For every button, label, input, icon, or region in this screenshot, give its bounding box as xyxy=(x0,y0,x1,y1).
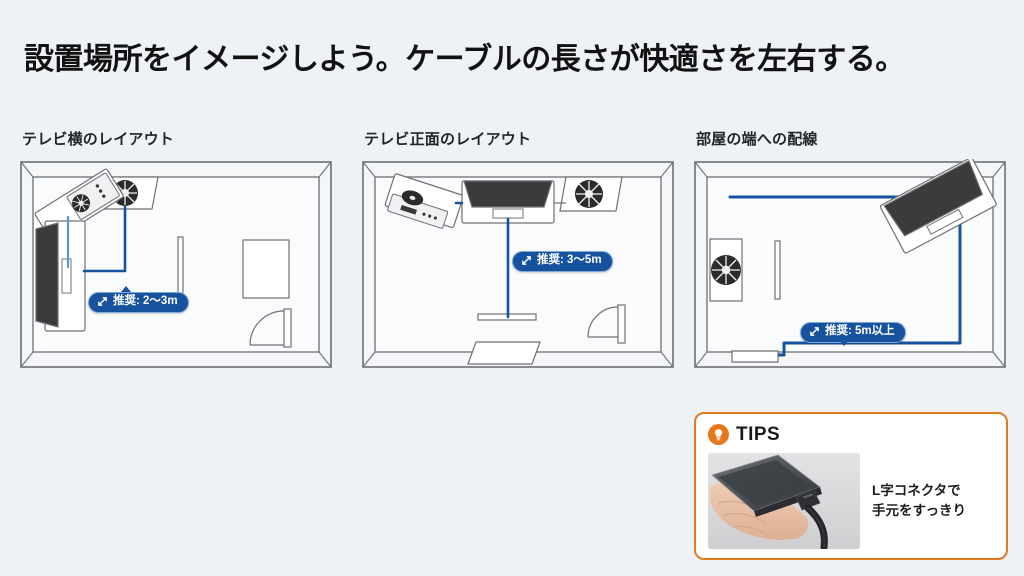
badge-pointer-3 xyxy=(839,340,849,346)
diagonal-arrow-icon xyxy=(522,256,531,266)
tv-icon xyxy=(461,180,555,224)
rug-icon xyxy=(467,341,541,365)
page-title: 設置場所をイメージしよう。ケーブルの長さが快適さを左右する。 xyxy=(24,43,905,76)
tips-caption: L字コネクタで 手元をすっきり xyxy=(872,481,966,520)
furniture-icon xyxy=(242,239,290,299)
tips-label: TIPS xyxy=(736,424,781,445)
tips-card: TIPS xyxy=(694,412,1008,560)
badge-pointer-1 xyxy=(121,286,131,292)
panel-title-tv-side-layout: テレビ横のレイアウト xyxy=(22,131,175,148)
door-icon xyxy=(587,304,626,344)
room-diagram-edge-routing-svg xyxy=(694,159,1006,368)
panel-tv-front-layout: テレビ正面のレイアウト xyxy=(360,128,680,379)
panel-title-room-edge-routing: 部屋の端への配線 xyxy=(696,131,818,148)
distance-badge-edge-routing: 推奨: 5m以上 xyxy=(800,322,906,343)
tv-icon xyxy=(35,220,86,332)
phone-with-l-connector-photo xyxy=(708,453,860,549)
distance-badge-text-1: 推奨: 2〜3m xyxy=(113,295,178,307)
room-diagram-tv-front-svg xyxy=(362,161,674,368)
room-diagram-tv-side-svg xyxy=(20,161,332,368)
distance-badge-text-2: 推奨: 3〜5m xyxy=(537,254,602,266)
distance-badge-tv-side: 推奨: 2〜3m xyxy=(88,292,189,313)
partition-icon xyxy=(774,240,781,300)
distance-badge-tv-front: 推奨: 3〜5m xyxy=(512,251,613,272)
door-icon xyxy=(249,308,292,348)
lightbulb-icon xyxy=(708,424,729,445)
tips-header: TIPS xyxy=(708,424,994,445)
entry-step-icon xyxy=(731,350,779,363)
diagonal-arrow-icon xyxy=(98,297,107,307)
diagonal-arrow-icon xyxy=(810,327,819,337)
tv-icon xyxy=(879,159,997,254)
cable-path-blue xyxy=(82,205,127,273)
room-diagram-tv-side: 推奨: 2〜3m xyxy=(18,159,338,379)
tips-photo xyxy=(708,453,860,549)
tips-caption-line-2: 手元をすっきり xyxy=(872,503,966,518)
ceiling-fan-icon xyxy=(709,238,743,302)
distance-badge-text-3: 推奨: 5m以上 xyxy=(825,325,895,337)
tips-body: L字コネクタで 手元をすっきり xyxy=(708,453,994,549)
panel-title-tv-front-layout: テレビ正面のレイアウト xyxy=(364,131,532,148)
room-diagram-edge-routing: 推奨: 5m以上 xyxy=(692,159,1012,379)
tips-caption-line-1: L字コネクタで xyxy=(872,483,961,499)
panel-room-edge-routing: 部屋の端への配線 xyxy=(692,128,1012,379)
partition-icon xyxy=(177,236,184,300)
room-diagram-tv-front: 推奨: 3〜5m xyxy=(360,159,680,379)
ceiling-fan-icon xyxy=(559,176,623,212)
av-receiver-icon xyxy=(384,173,464,229)
panel-tv-side-layout: テレビ横のレイアウト xyxy=(18,128,338,379)
